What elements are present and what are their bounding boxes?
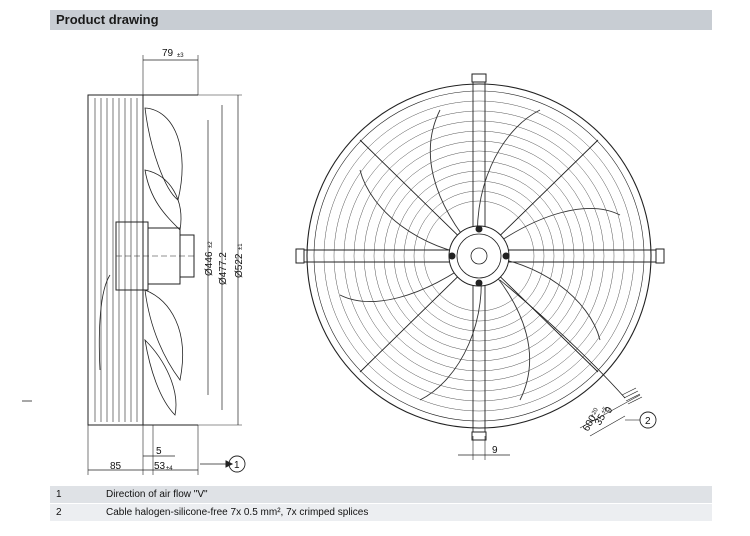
hub xyxy=(448,225,510,287)
dim-dia-477: Ø477.2 xyxy=(218,252,229,285)
section-title: Product drawing xyxy=(56,12,159,27)
dim-dia-522-tol: ±1 xyxy=(238,243,244,250)
guard-outer-ring xyxy=(306,83,652,429)
dim-cable-b-tol: ±5 xyxy=(601,406,610,415)
cable-outlet xyxy=(499,279,626,399)
dim-bottom-right: 53 xyxy=(154,461,166,472)
dim-front-right: 9 xyxy=(492,445,498,456)
callout-1-circle xyxy=(228,455,246,473)
note-number: 2 xyxy=(50,503,100,521)
dim-top-width-tol: ±3 xyxy=(177,53,184,59)
front-view xyxy=(295,73,665,460)
note-text: Direction of air flow "V" xyxy=(100,486,712,504)
dim-dia-446: Ø446 xyxy=(204,251,215,276)
notes-row: 2 Cable halogen-silicone-free 7x 0.5 mm²… xyxy=(50,503,712,521)
dim-cable-b: 35 xyxy=(593,412,608,428)
dim-dia-446-tol: ±2 xyxy=(208,241,214,248)
dim-bottom-right-tol: ±4 xyxy=(166,466,173,472)
blade-upper xyxy=(144,107,183,201)
dim-cable-c-tol: +20 xyxy=(590,407,601,419)
callout-1-label: 1 xyxy=(234,460,240,471)
dim-dia-522: Ø522 xyxy=(234,253,245,278)
notes-row: 1 Direction of air flow "V" xyxy=(50,486,712,504)
side-view xyxy=(22,55,242,475)
notes-table: 1 Direction of air flow "V" 2 Cable halo… xyxy=(50,486,712,521)
dim-bottom-left: 85 xyxy=(110,461,122,472)
cable xyxy=(98,274,111,371)
dim-cable-a: 9 xyxy=(603,405,616,416)
product-drawing: 79 ±3 Ø446 ±2 Ø477.2 Ø522 ±1 5 85 53 ±4 … xyxy=(22,48,665,475)
callout-2-label: 2 xyxy=(645,416,651,427)
dim-bottom-small: 5 xyxy=(156,446,162,457)
note-number: 1 xyxy=(50,486,100,504)
blade-lower xyxy=(144,289,184,381)
dim-top-width: 79 xyxy=(162,48,174,59)
note-text: Cable halogen-silicone-free 7x 0.5 mm², … xyxy=(100,503,712,521)
section-header: Product drawing xyxy=(50,10,712,30)
